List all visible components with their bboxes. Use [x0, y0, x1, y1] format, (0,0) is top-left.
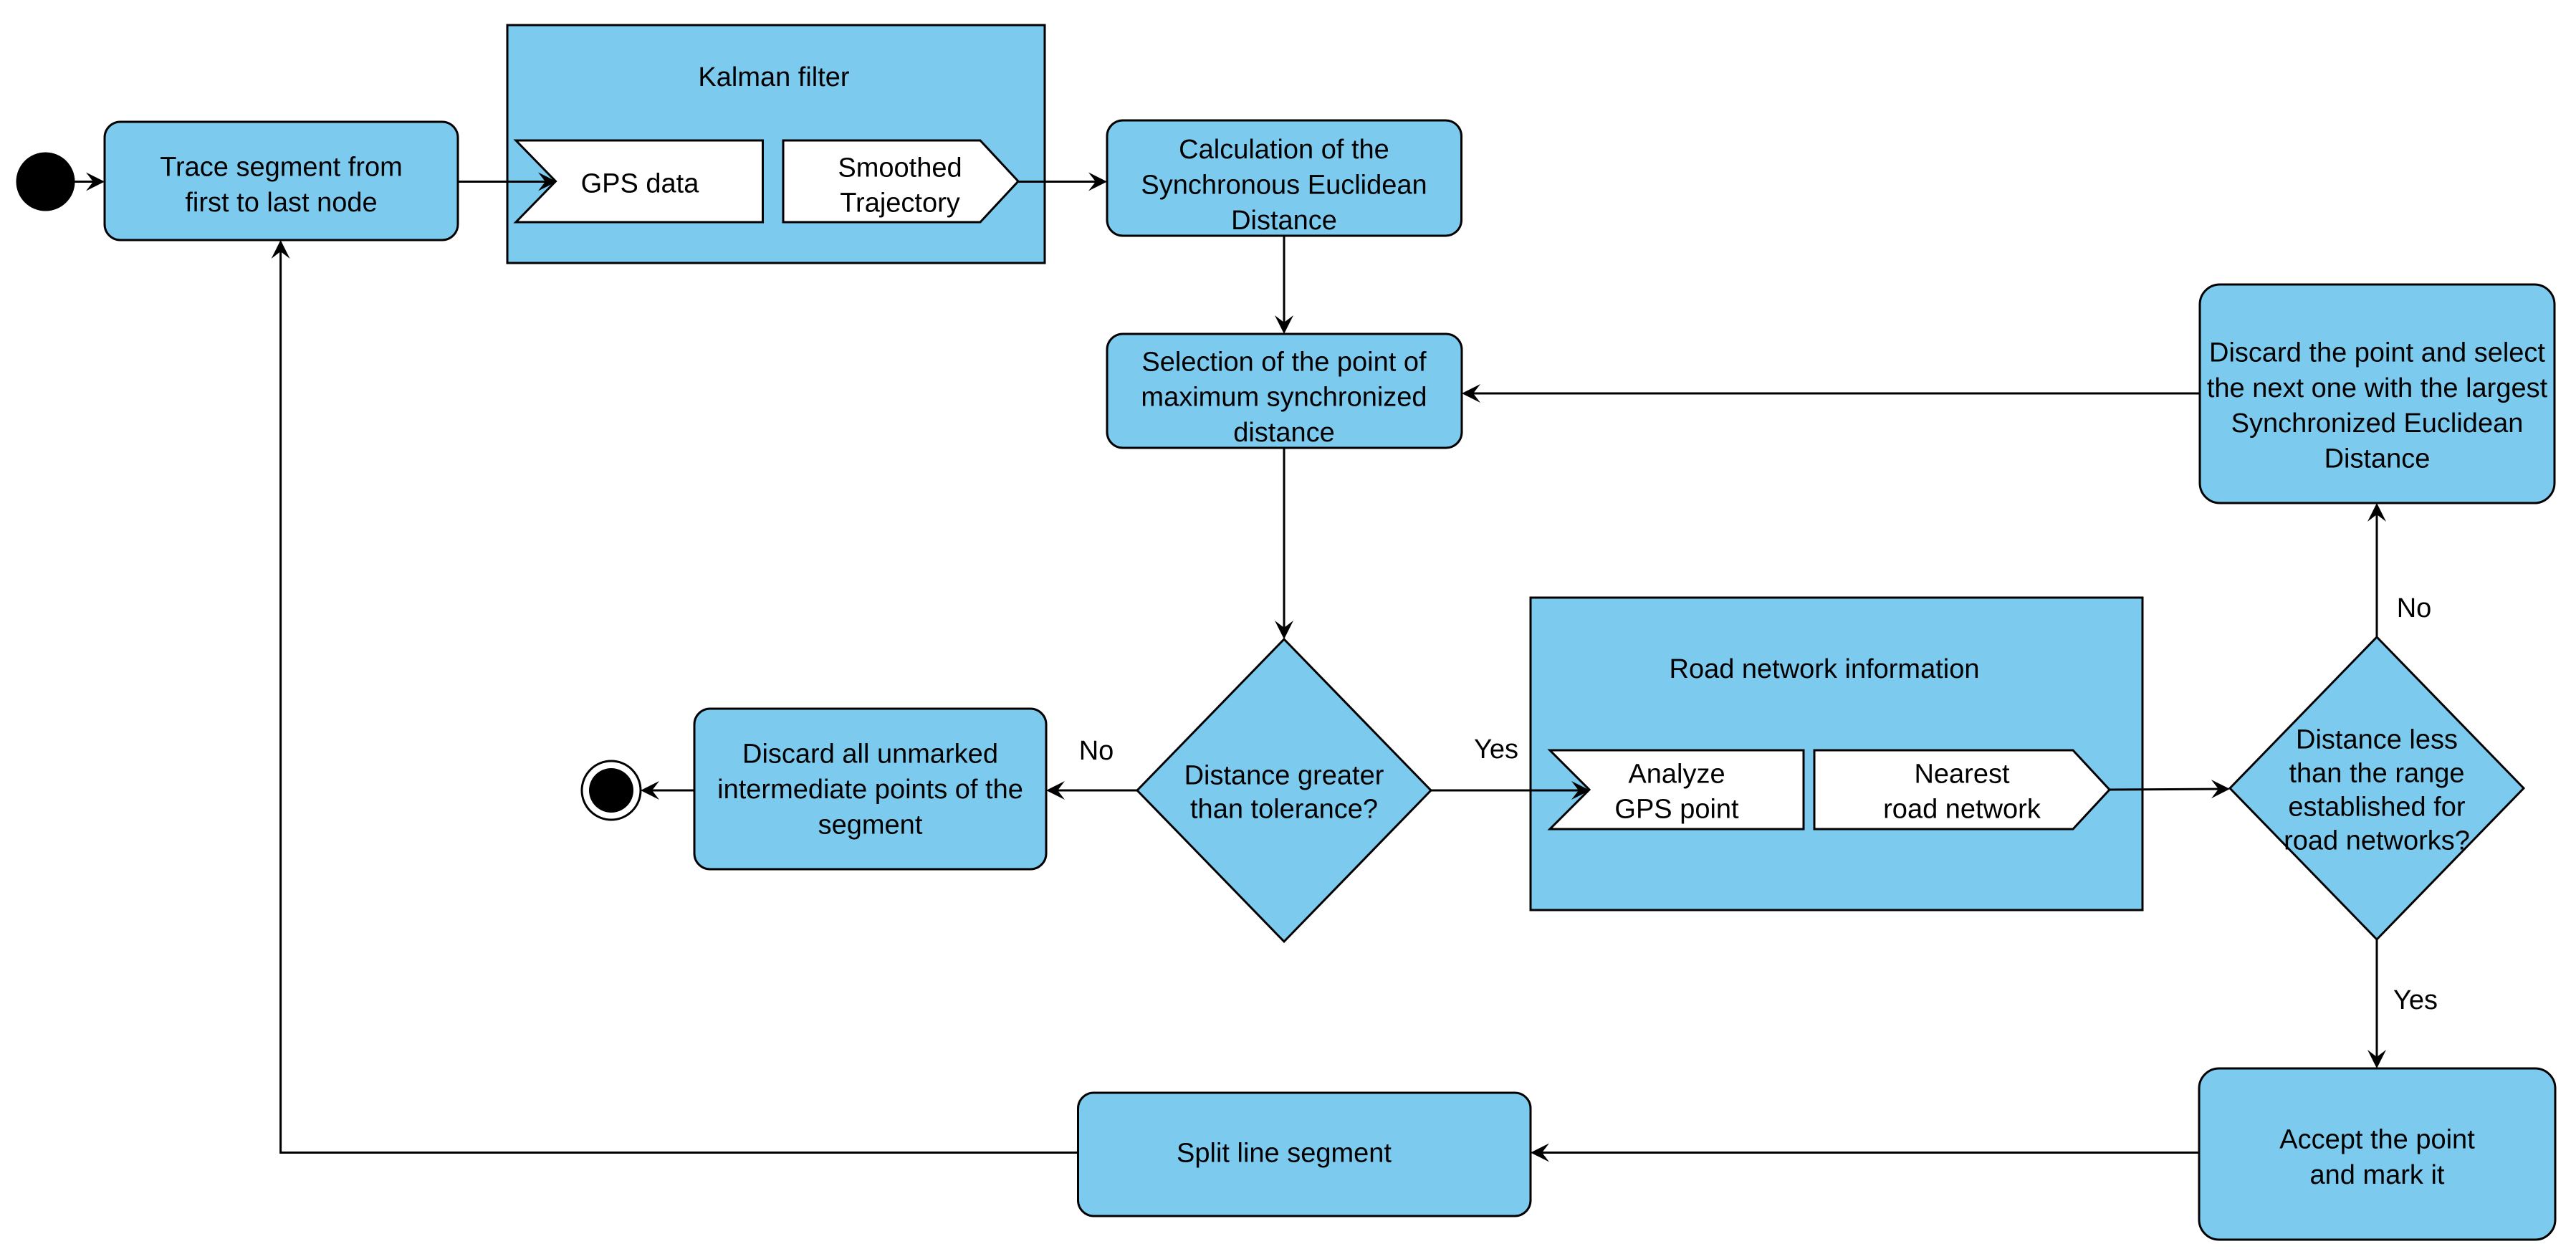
svg-text:maximum synchronized: maximum synchronized	[1141, 383, 1427, 413]
svg-text:Distance: Distance	[1231, 206, 1337, 236]
svg-text:Trajectory: Trajectory	[840, 188, 960, 219]
svg-text:Synchronized Euclidean: Synchronized Euclidean	[2231, 408, 2524, 439]
svg-text:segment: segment	[818, 810, 923, 840]
svg-text:Road network information: Road network information	[1670, 654, 1980, 684]
svg-text:intermediate points of the: intermediate points of the	[717, 775, 1023, 805]
svg-text:Kalman filter: Kalman filter	[698, 62, 850, 92]
svg-text:than the range: than the range	[2289, 759, 2464, 789]
svg-text:Yes: Yes	[2393, 985, 2438, 1015]
svg-text:Selection of the point of: Selection of the point of	[1141, 347, 1427, 377]
svg-text:GPS point: GPS point	[1614, 795, 1739, 825]
svg-text:road networks?: road networks?	[2284, 826, 2470, 856]
svg-text:the next one with the largest: the next one with the largest	[2207, 373, 2548, 403]
svg-text:Synchronous Euclidean: Synchronous Euclidean	[1141, 170, 1427, 200]
svg-text:Yes: Yes	[1474, 734, 1518, 765]
svg-text:than tolerance?: than tolerance?	[1190, 795, 1378, 825]
svg-text:Nearest: Nearest	[1914, 759, 2009, 789]
svg-text:first to last node: first to last node	[185, 188, 377, 218]
svg-text:GPS data: GPS data	[581, 169, 700, 199]
svg-text:road network: road network	[1883, 795, 2041, 825]
svg-text:Split line segment: Split line segment	[1177, 1139, 1392, 1169]
svg-text:and mark it: and mark it	[2310, 1160, 2445, 1190]
svg-text:Distance less: Distance less	[2296, 725, 2458, 755]
svg-text:Distance: Distance	[2324, 444, 2431, 474]
svg-text:Calculation of the: Calculation of the	[1179, 135, 1389, 165]
svg-text:Discard all unmarked: Discard all unmarked	[742, 740, 998, 770]
svg-text:Smoothed: Smoothed	[838, 153, 962, 183]
svg-text:Discard the point and select: Discard the point and select	[2209, 338, 2545, 368]
svg-text:No: No	[2397, 593, 2432, 623]
svg-text:Trace segment from: Trace segment from	[160, 153, 403, 183]
svg-text:distance: distance	[1233, 418, 1335, 448]
svg-text:No: No	[1079, 736, 1114, 766]
svg-text:Distance greater: Distance greater	[1184, 761, 1384, 791]
svg-text:Accept the point: Accept the point	[2279, 1125, 2475, 1155]
svg-text:established for: established for	[2288, 793, 2465, 823]
svg-text:Analyze: Analyze	[1628, 759, 1725, 789]
